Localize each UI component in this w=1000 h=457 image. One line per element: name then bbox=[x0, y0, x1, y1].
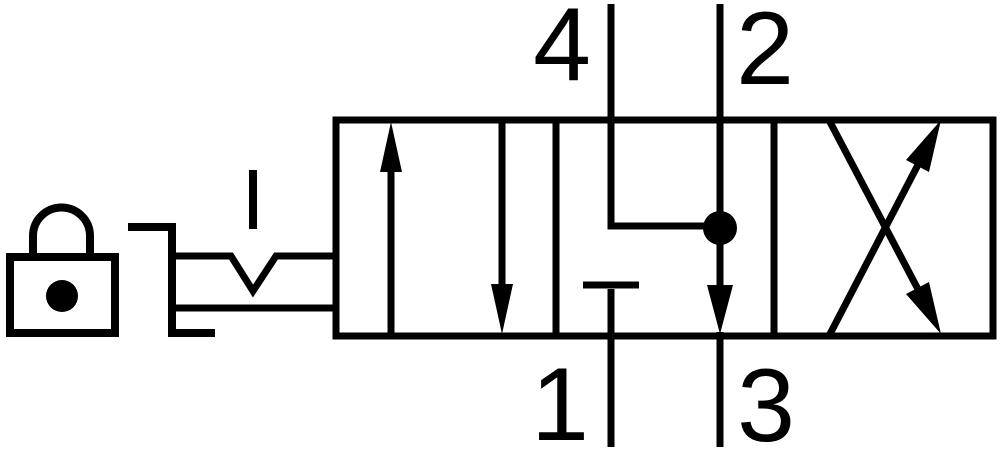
cross-arrow-up-shaft bbox=[826, 157, 925, 336]
padlock-keyhole-dot bbox=[46, 280, 78, 312]
port-label-3: 3 bbox=[737, 348, 795, 457]
lever-bracket-icon bbox=[128, 223, 215, 337]
flow-arrow-up-icon bbox=[380, 122, 402, 172]
valve-body bbox=[332, 116, 997, 340]
crossed-flow-arrows-icon bbox=[826, 120, 941, 336]
port4-elbow-line bbox=[607, 120, 712, 230]
port-label-1: 1 bbox=[531, 347, 589, 457]
blocked-port-icon bbox=[583, 281, 639, 334]
flow-arrow-down-icon bbox=[707, 285, 733, 334]
padlock-shackle bbox=[29, 203, 94, 257]
valve-position-right bbox=[826, 120, 941, 336]
valve-position-left bbox=[380, 120, 513, 336]
cross-arrow-down-head bbox=[906, 282, 941, 334]
port-label-2: 2 bbox=[736, 0, 794, 107]
valve-outline bbox=[332, 116, 997, 340]
padlock-body bbox=[6, 253, 119, 337]
detent-notch-icon bbox=[172, 252, 339, 298]
valve-position-center bbox=[583, 120, 737, 334]
cross-arrow-up-head bbox=[906, 120, 941, 172]
port-labels: 4 2 1 3 bbox=[531, 0, 795, 457]
padlock-icon bbox=[6, 203, 119, 337]
manual-lever-actuator bbox=[128, 170, 339, 337]
cross-arrow-down-shaft bbox=[826, 120, 925, 297]
port-lines bbox=[607, 4, 724, 447]
port-label-4: 4 bbox=[533, 0, 591, 103]
flow-arrow-down-icon bbox=[491, 284, 513, 334]
